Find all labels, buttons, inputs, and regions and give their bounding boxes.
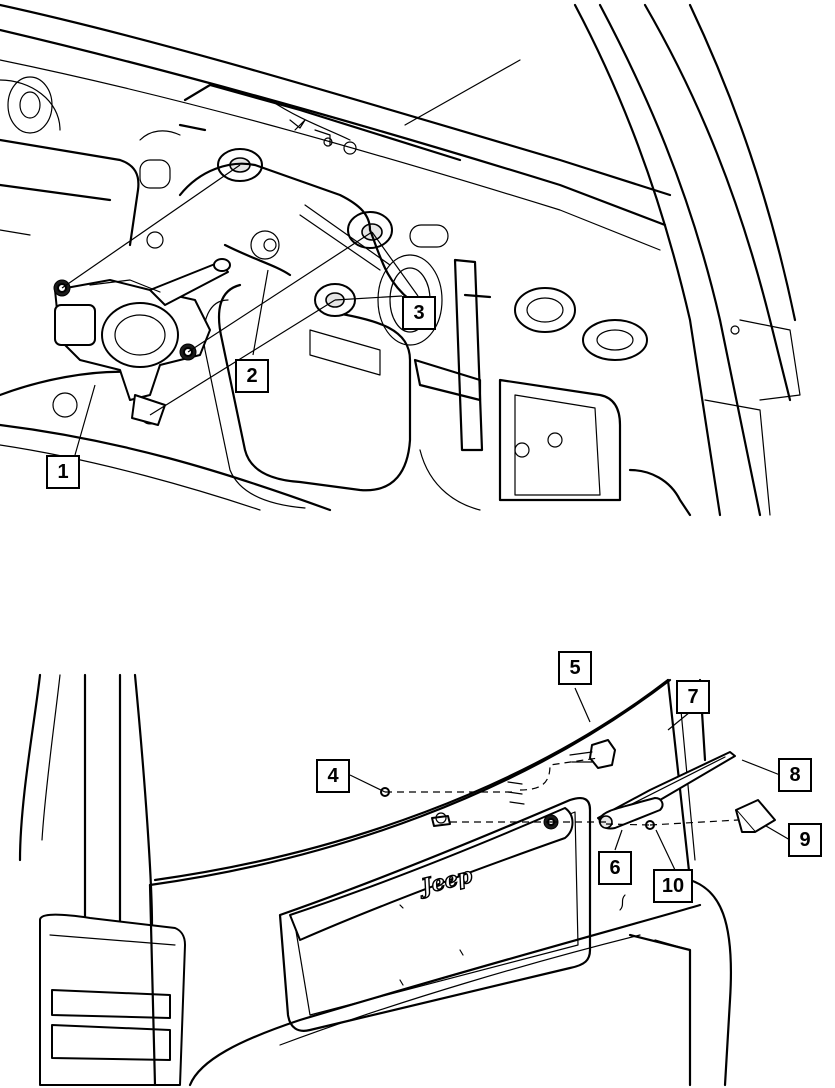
wiring-harness bbox=[178, 162, 412, 302]
callout-2: 2 bbox=[235, 359, 269, 393]
callout-8: 8 bbox=[778, 758, 812, 792]
liftgate-exterior bbox=[18, 673, 733, 1087]
callout-6: 6 bbox=[598, 851, 632, 885]
wiper-motor bbox=[53, 258, 231, 426]
rear-wiper-parts bbox=[380, 739, 776, 833]
callout-4: 4 bbox=[316, 759, 350, 793]
callout-7: 7 bbox=[676, 680, 710, 714]
callout-9: 9 bbox=[788, 823, 822, 857]
callout-5: 5 bbox=[558, 651, 592, 685]
callout-1: 1 bbox=[46, 455, 80, 489]
callout-10: 10 bbox=[653, 869, 693, 903]
callout-3: 3 bbox=[402, 296, 436, 330]
liftgate-inner-panel bbox=[0, 3, 801, 517]
top-leader-lines bbox=[61, 164, 419, 456]
bottom-leader-lines bbox=[349, 687, 791, 871]
